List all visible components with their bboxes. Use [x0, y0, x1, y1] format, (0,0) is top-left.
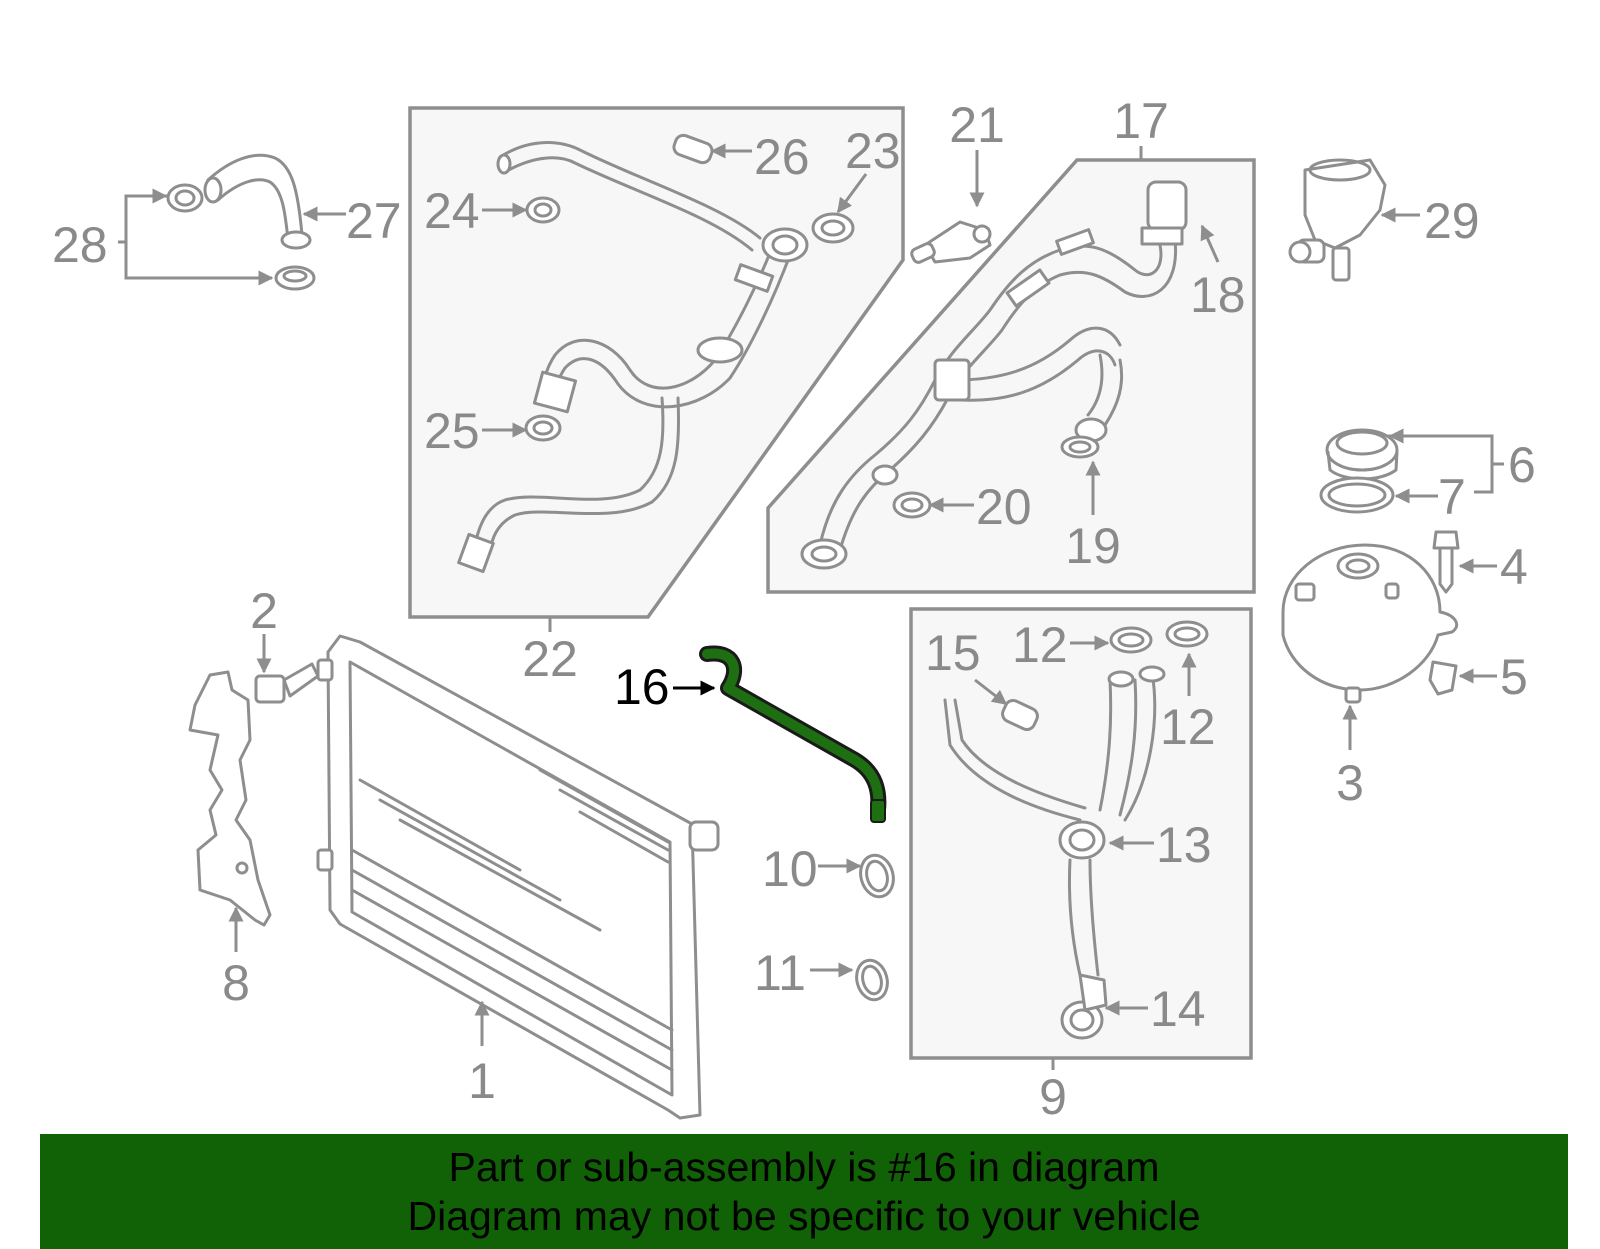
clamp-17-bottom [800, 538, 848, 570]
valve-29 [1288, 158, 1387, 282]
radiator-1 [316, 634, 720, 1120]
callout-28: 28 [52, 217, 108, 273]
plug-15 [1001, 698, 1039, 732]
callout-13: 13 [1156, 817, 1212, 873]
callout-20: 20 [976, 479, 1032, 535]
info-banner: Part or sub-assembly is #16 in diagram D… [40, 1134, 1568, 1249]
hose-17 [818, 180, 1188, 552]
callout-7: 7 [1438, 469, 1466, 525]
callout-14: 14 [1150, 981, 1206, 1037]
banner-line-1: Part or sub-assembly is #16 in diagram [448, 1143, 1160, 1190]
hose-22-main [532, 227, 809, 414]
callout-26: 26 [754, 129, 810, 185]
callout-4: 4 [1500, 539, 1528, 595]
clamp-28-upper [166, 183, 204, 213]
callout-23: 23 [845, 123, 901, 179]
hose-22-upper [496, 141, 762, 252]
clamp-19 [1060, 435, 1100, 459]
callout-21: 21 [949, 97, 1005, 153]
callout-27: 27 [346, 193, 402, 249]
callout-1: 1 [468, 1053, 496, 1109]
clip-5 [1428, 660, 1458, 696]
highlighted-hose-16 [699, 645, 887, 823]
callout-19: 19 [1065, 518, 1121, 574]
banner-line-2: Diagram may not be specific to your vehi… [407, 1192, 1201, 1239]
callout-17: 17 [1113, 93, 1169, 149]
callout-10: 10 [762, 841, 818, 897]
bracket-8 [188, 670, 272, 927]
callout-5: 5 [1500, 649, 1528, 705]
callout-15: 15 [925, 625, 981, 681]
clamp-20 [892, 491, 932, 519]
expansion-tank-3 [1281, 543, 1459, 704]
callout-16: 16 [614, 659, 670, 715]
callout-11: 11 [754, 945, 806, 1001]
callout-12-right: 12 [1160, 699, 1216, 755]
clamp-24 [525, 196, 561, 224]
o-ring-11 [855, 958, 889, 1002]
leader-lines [118, 143, 1504, 1070]
clamp-28-lower [274, 265, 316, 291]
clamp-23 [811, 212, 855, 244]
clamp-12-right [1165, 620, 1209, 648]
o-ring-10 [859, 853, 895, 899]
connector-21 [910, 220, 992, 264]
callout-29: 29 [1424, 193, 1480, 249]
callout-9: 9 [1039, 1069, 1067, 1125]
callout-6: 6 [1508, 437, 1536, 493]
hose-27 [203, 153, 312, 250]
callout-22: 22 [522, 631, 578, 687]
callout-2: 2 [250, 583, 278, 639]
clamp-25 [524, 414, 562, 442]
cap-6 [1325, 428, 1399, 481]
callout-12-left: 12 [1012, 617, 1068, 673]
callout-25: 25 [424, 403, 480, 459]
hose-9 [943, 665, 1166, 1040]
bolt-4 [1432, 530, 1460, 594]
clamp-12-left [1109, 626, 1153, 654]
hose-22-lower [457, 396, 681, 574]
callout-8: 8 [222, 955, 250, 1011]
callout-3: 3 [1336, 755, 1364, 811]
callout-24: 24 [424, 183, 480, 239]
seal-7 [1319, 476, 1395, 514]
callout-18: 18 [1190, 267, 1246, 323]
